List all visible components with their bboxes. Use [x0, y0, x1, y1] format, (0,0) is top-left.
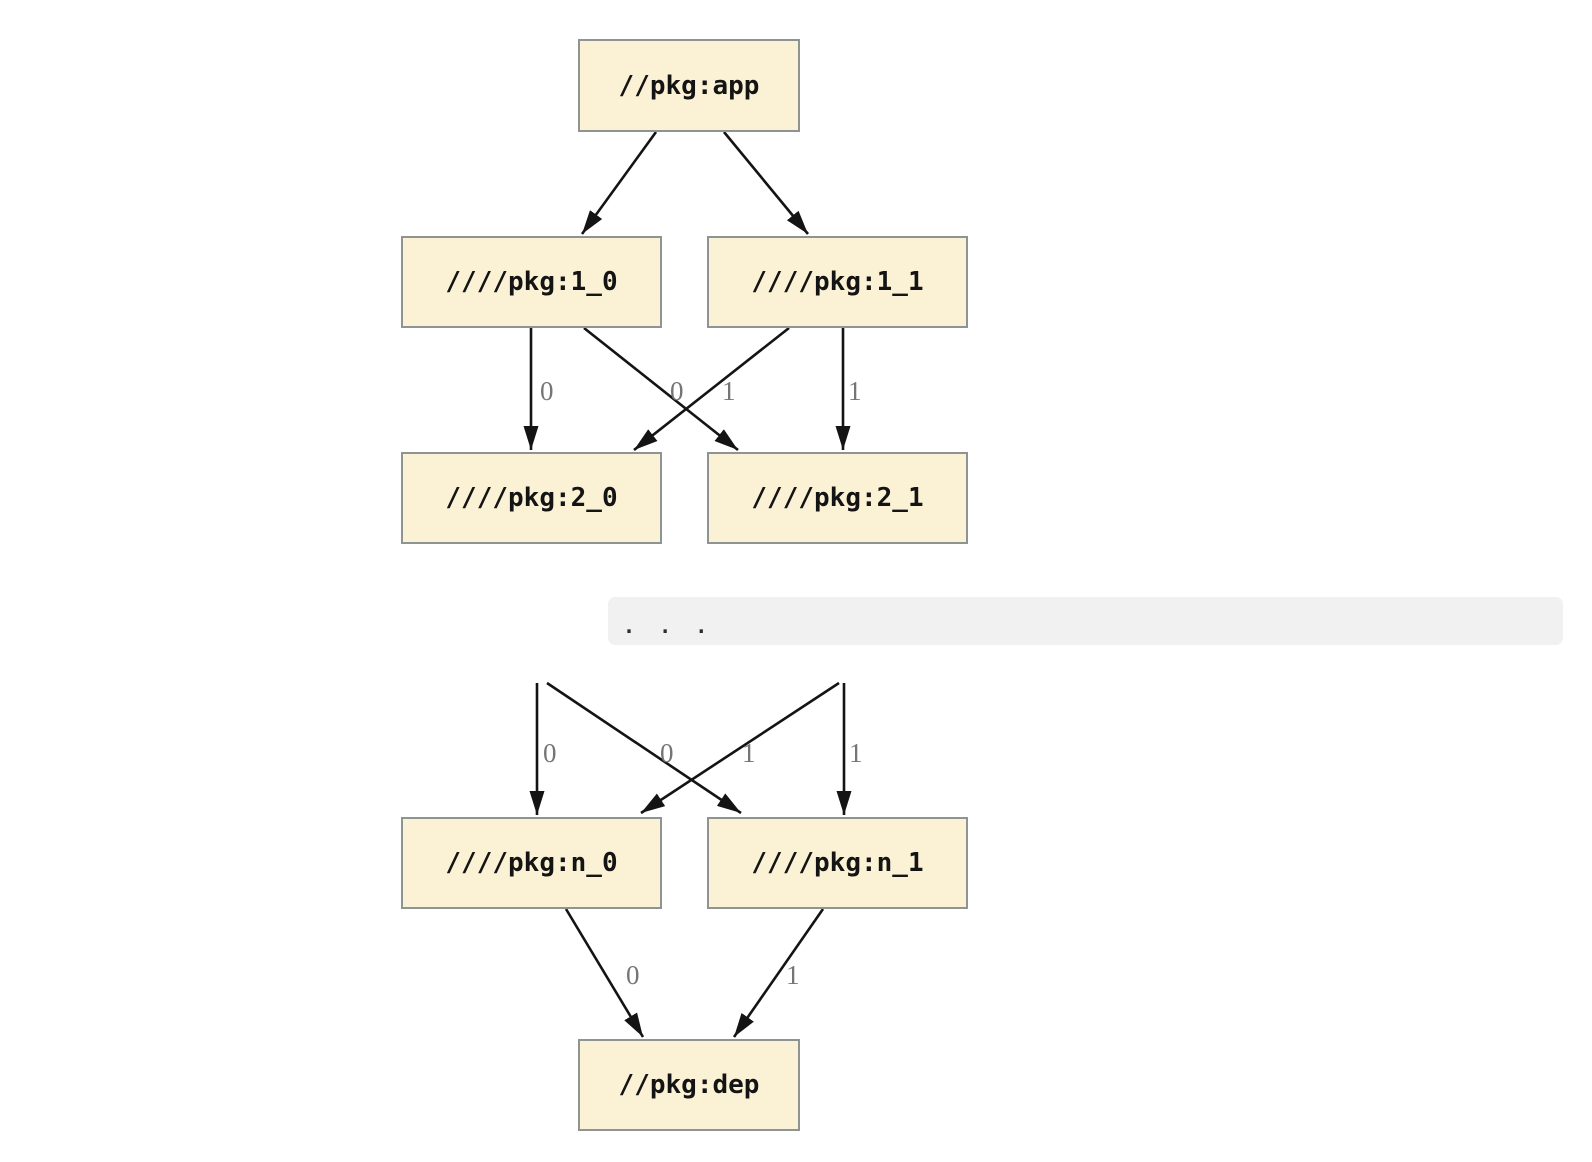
edge-label-n_1-dep: 1: [786, 960, 800, 990]
node-pkg-n_1: ////pkg:n_1: [707, 817, 968, 909]
node-pkg-2_1: ////pkg:2_1: [707, 452, 968, 544]
edge-label-1_1-2_1: 1: [848, 376, 862, 406]
edge-label-cont-n_0-cross: 1: [742, 738, 756, 768]
edge-label-n_0-dep: 0: [626, 960, 640, 990]
node-pkg-2_0: ////pkg:2_0: [401, 452, 662, 544]
continuation-band: . . .: [608, 597, 1563, 645]
edge-label-cont-n_1-cross: 0: [660, 738, 674, 768]
edge-label-1_1-2_0: 1: [722, 376, 736, 406]
edge-label-1_0-2_0: 0: [540, 376, 554, 406]
node-pkg-app: //pkg:app: [578, 39, 800, 132]
edge-app-to-1_1: [722, 131, 810, 235]
edge-label-cont-n_0-straight: 0: [543, 738, 557, 768]
edge-cont-to-n_0-cross: [640, 681, 840, 815]
edge-n_1-to-dep: [732, 908, 825, 1038]
edge-1_1-to-2_0: [633, 326, 790, 452]
node-pkg-1_1: ////pkg:1_1: [707, 236, 968, 328]
edge-label-1_0-2_1: 0: [670, 376, 684, 406]
node-pkg-1_0: ////pkg:1_0: [401, 236, 662, 328]
edge-n_0-to-dep: [564, 908, 645, 1038]
node-pkg-n_0: ////pkg:n_0: [401, 817, 662, 909]
edge-label-cont-n_1-straight: 1: [849, 738, 863, 768]
edge-cont-to-n_1-cross: [546, 681, 742, 815]
edge-1_0-to-2_1: [583, 326, 739, 452]
node-pkg-dep: //pkg:dep: [578, 1039, 800, 1131]
edge-app-to-1_0: [580, 131, 658, 235]
ellipsis-dots: . . .: [623, 614, 708, 638]
